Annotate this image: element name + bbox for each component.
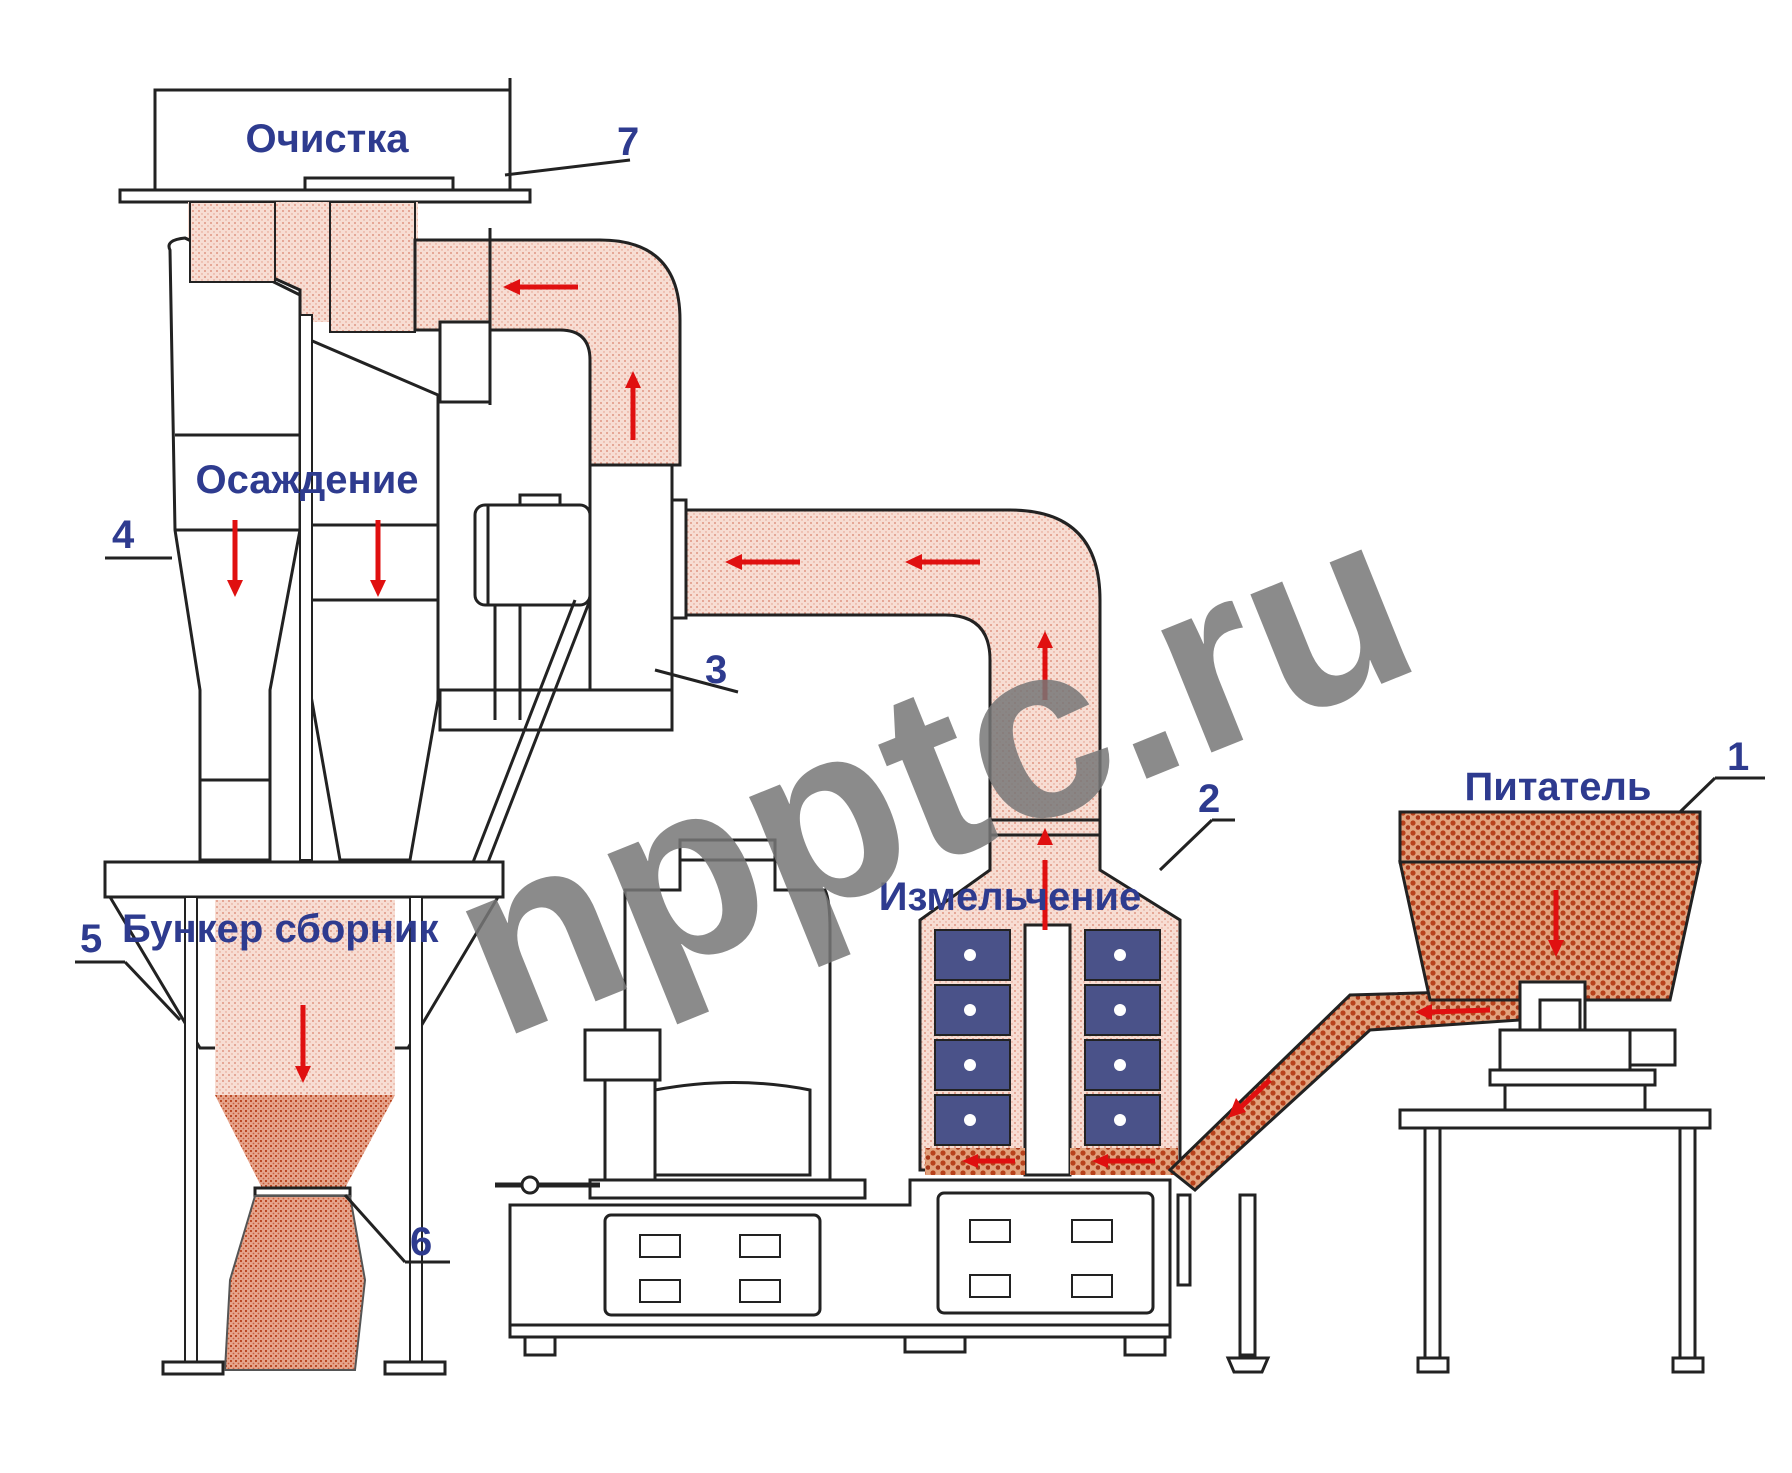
callouts: 7 4 3 5 6 2 1 [75, 120, 1765, 1264]
machine-base [495, 838, 1192, 1357]
grinder-unit: Измельчение [879, 818, 1182, 1177]
label-grinding: Измельчение [879, 875, 1141, 919]
vents [639, 1219, 1113, 1303]
callout-4: 4 [112, 513, 135, 557]
feeder-hopper-cone [1398, 860, 1702, 1002]
callout-6: 6 [410, 1220, 432, 1264]
feeder-hopper-top [1398, 810, 1702, 864]
conveyor [1167, 988, 1522, 1374]
collection-bag [223, 1195, 367, 1371]
grinder-panels-left [934, 929, 1011, 1146]
label-collector: Бункер сборник [122, 907, 439, 951]
feeder-unit: Питатель [1398, 765, 1712, 1374]
cleaning-unit: Очистка [118, 78, 532, 204]
settling-arrows [227, 520, 386, 597]
callout-5: 5 [80, 917, 102, 961]
callout-1: 1 [1727, 735, 1749, 779]
duct-lower [684, 508, 1102, 827]
duct-upper [413, 228, 682, 467]
cyclones: Осаждение [167, 201, 440, 862]
filter-box [153, 88, 512, 192]
fan-housing [588, 463, 674, 697]
callout-3: 3 [705, 648, 727, 692]
callout-2: 2 [1198, 777, 1220, 821]
collector-hopper: Бункер сборник [103, 860, 505, 1376]
label-cleaning: Очистка [245, 117, 409, 161]
label-feeder: Питатель [1464, 765, 1651, 809]
callout-7: 7 [617, 120, 639, 164]
fan-unit [438, 463, 688, 871]
label-settling: Осаждение [195, 458, 418, 502]
